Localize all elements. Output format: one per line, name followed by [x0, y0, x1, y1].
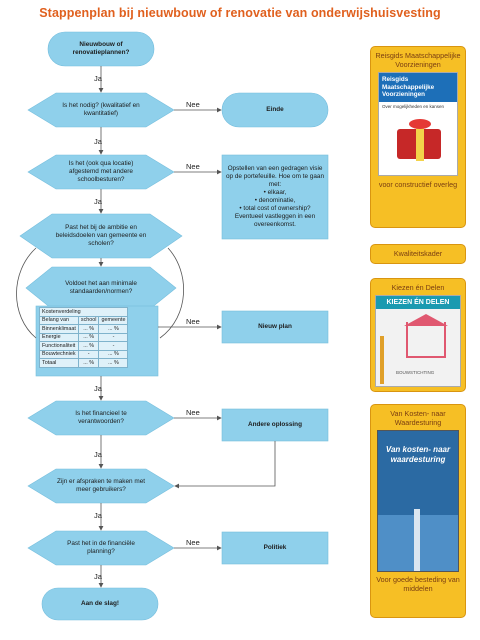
kiezen-cover-brand: BOUWSTICHTING: [396, 370, 435, 375]
kv-cell: -: [98, 341, 129, 351]
andere-oplossing-text: Andere oplossing: [248, 421, 302, 428]
ja-label-6: Ja: [94, 511, 102, 520]
decision-q3: [19, 213, 183, 259]
table-row: Functionaliteit ... % -: [39, 341, 129, 351]
q4-text: Voldoet het aan minimale standaarden/nor…: [65, 280, 137, 295]
kwaliteitskader-box[interactable]: Kwaliteitskader: [370, 244, 466, 264]
house-outline-image: [406, 322, 446, 358]
loop-left: [16, 247, 37, 339]
kv-header: Belang van: [39, 315, 79, 325]
q7-text: Past het in de financiële planning?: [67, 540, 135, 555]
kv-cell: ... %: [77, 358, 100, 368]
reisgids-footer: voor constructief overleg: [378, 180, 458, 189]
arrow-andere-to-q6: [174, 441, 276, 489]
kiezen-cover-title: KIEZEN ÉN DELEN: [376, 296, 460, 309]
table-row: Binnenklimaat ... % ... %: [39, 324, 129, 334]
gift-ribbon-image: [416, 123, 424, 161]
ja-label-3: Ja: [94, 197, 102, 206]
house-roof-image: [404, 314, 448, 326]
kiezen-box[interactable]: Kiezen én Delen KIEZEN ÉN DELEN BOUWSTIC…: [370, 278, 466, 392]
kv-cell: Totaal: [39, 358, 79, 368]
page-title: Stappenplan bij nieuwbouw of renovatie v…: [39, 6, 441, 20]
result-politiek: [221, 531, 329, 565]
bridge-pylon-image: [414, 509, 420, 571]
q5-text: Is het financieel te verantwoorden?: [75, 410, 127, 425]
ja-label-7: Ja: [94, 572, 102, 581]
result-nieuw-plan: [221, 310, 329, 344]
q3-text: Past het bij de ambitie en beleidsdoelen…: [55, 224, 147, 247]
kv-cell: ... %: [77, 332, 100, 342]
result-visie: [221, 154, 329, 240]
table-row: Bouwtechniek - ... %: [39, 349, 129, 359]
q1-text: Is het nodig? (kwalitatief en kwantitati…: [62, 102, 140, 117]
nee-label-5: Nee: [186, 408, 200, 417]
nee-label-2: Nee: [186, 162, 200, 171]
reisgids-cover: Reisgids Maatschappelijke Voorzieningen …: [378, 72, 458, 176]
pencil-image: [380, 336, 384, 384]
table-row: Energie ... % -: [39, 332, 129, 342]
q2-text: Is het (ook qua locatie) afgestemd met a…: [68, 160, 134, 183]
kv-cell: ... %: [98, 324, 129, 334]
kv-title: Kostenverdeling: [38, 307, 129, 317]
kosten-caption: Van Kosten- naar Waardesturing: [390, 409, 446, 427]
kwaliteitskader-label: Kwaliteitskader: [393, 249, 443, 258]
start-text: Nieuwbouw of renovatieplannen?: [72, 41, 130, 56]
kv-cell: Functionaliteit: [39, 341, 79, 351]
loop-right: [159, 247, 185, 339]
ja-label-4: Ja: [94, 384, 102, 393]
ja-label-2: Ja: [94, 137, 102, 146]
kv-header: gemeente: [98, 315, 129, 325]
kv-cell: ... %: [77, 324, 100, 334]
kiezen-caption: Kiezen én Delen: [391, 283, 445, 292]
reisgids-caption: Reisgids Maatschappelijke Voorzieningen: [375, 51, 461, 69]
kv-cell: Bouwtechniek: [39, 349, 79, 359]
kv-header: school: [77, 315, 100, 325]
table-row: Totaal ... % ... %: [39, 358, 129, 368]
kv-cell: -: [98, 332, 129, 342]
kosten-cover: Van kosten- naar waardesturing: [377, 430, 459, 572]
nee-label-4: Nee: [186, 317, 200, 326]
politiek-text: Politiek: [263, 544, 287, 551]
end-text: Aan de slag!: [81, 600, 119, 607]
kosten-footer: Voor goede besteding van middelen: [376, 575, 460, 593]
ja-label-5: Ja: [94, 450, 102, 459]
decision-q6: [27, 468, 175, 504]
kostenverdeling-table: Kostenverdeling Belang van school gemeen…: [38, 307, 129, 368]
einde-text: Einde: [266, 106, 284, 113]
result-andere-oplossing: [221, 408, 329, 442]
visie-text: Opstellen van een gedragen visie op de p…: [225, 165, 325, 228]
ja-label-1: Ja: [94, 74, 102, 83]
nieuw-plan-text: Nieuw plan: [258, 323, 292, 330]
gift-bow-image: [409, 119, 431, 129]
reisgids-cover-sub: Over mogelijkheden en kansen: [382, 103, 445, 109]
q6-text: Zijn er afspraken te maken met meer gebr…: [56, 478, 146, 493]
kiezen-cover: KIEZEN ÉN DELEN BOUWSTICHTING: [375, 295, 461, 387]
end-terminator: [41, 587, 159, 621]
kosten-box[interactable]: Van Kosten- naar Waardesturing Van koste…: [370, 404, 466, 618]
kosten-cover-title: Van kosten- naar waardesturing: [385, 445, 451, 464]
nee-label-7: Nee: [186, 538, 200, 547]
result-einde: [221, 92, 329, 128]
kv-cell: ... %: [98, 358, 129, 368]
reisgids-box[interactable]: Reisgids Maatschappelijke Voorzieningen …: [370, 46, 466, 228]
nee-label-1: Nee: [186, 100, 200, 109]
reisgids-cover-title: Reisgids Maatschappelijke Voorzieningen: [379, 73, 457, 102]
kv-cell: ... %: [98, 349, 129, 359]
kv-cell: ... %: [77, 341, 100, 351]
kv-cell: -: [77, 349, 100, 359]
kv-cell: Binnenklimaat: [39, 324, 79, 334]
kv-cell: Energie: [39, 332, 79, 342]
